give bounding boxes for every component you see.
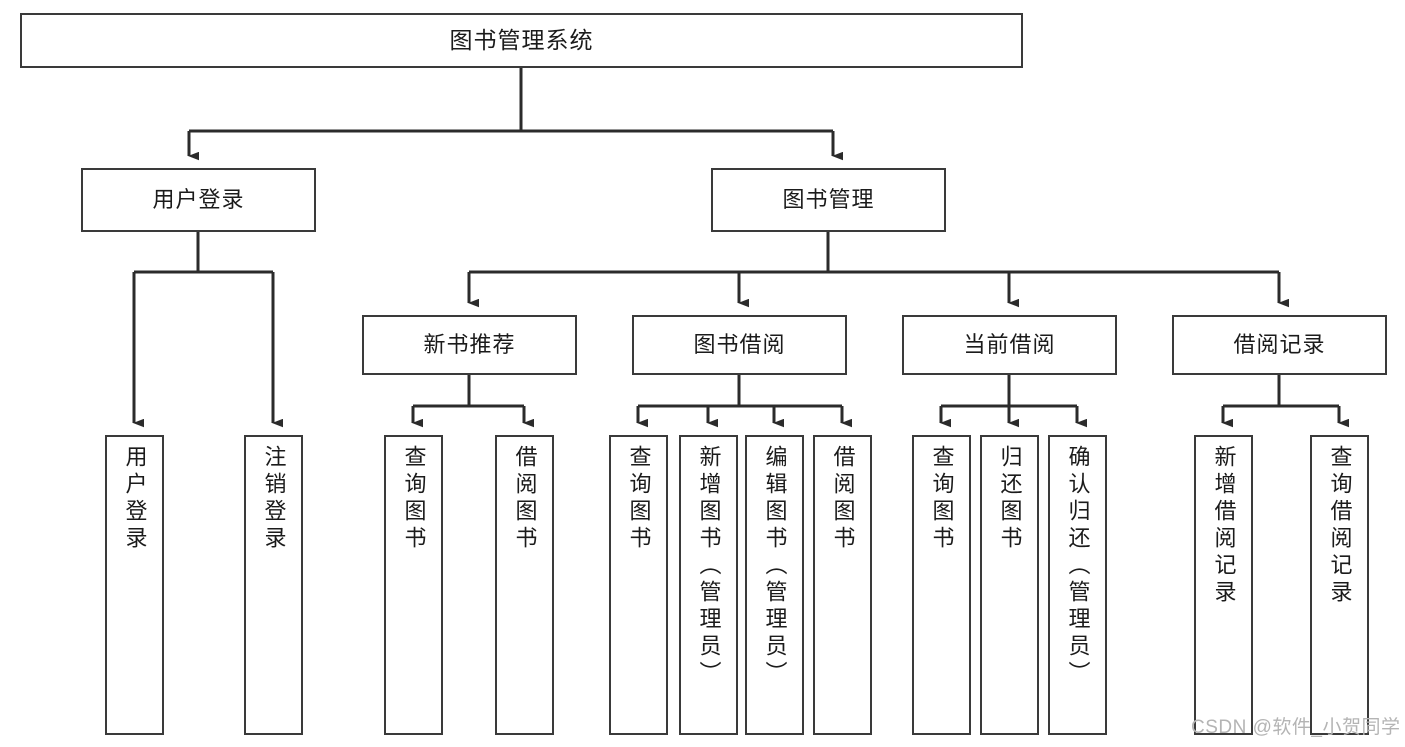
node-label: 借阅图书 (512, 445, 538, 553)
leaf-current-query-book[interactable]: 查询图书 (912, 435, 971, 735)
node-label: 用户登录 (152, 187, 245, 213)
node-label: 归还图书 (997, 445, 1023, 553)
node-label: 借阅图书 (830, 445, 856, 553)
leaf-borrow-borrow-book[interactable]: 借阅图书 (813, 435, 872, 735)
node-label: 查询图书 (401, 445, 427, 553)
node-label: 新增图书（管理员） (696, 445, 722, 688)
leaf-borrow-query-book[interactable]: 查询图书 (609, 435, 668, 735)
node-label: 注销登录 (261, 445, 287, 553)
leaf-recommend-borrow-book[interactable]: 借阅图书 (495, 435, 554, 735)
leaf-user-login-signin[interactable]: 用户登录 (105, 435, 164, 735)
node-user-login[interactable]: 用户登录 (81, 168, 316, 232)
leaf-recommend-query-book[interactable]: 查询图书 (384, 435, 443, 735)
node-label: 图书管理 (782, 187, 875, 213)
node-label: 查询借阅记录 (1327, 445, 1353, 607)
node-label: 借阅记录 (1233, 332, 1326, 358)
leaf-current-confirm-return-admin[interactable]: 确认归还（管理员） (1048, 435, 1107, 735)
node-label: 新书推荐 (423, 332, 516, 358)
leaf-record-add-record[interactable]: 新增借阅记录 (1194, 435, 1253, 735)
node-label: 编辑图书（管理员） (762, 445, 788, 688)
leaf-current-return-book[interactable]: 归还图书 (980, 435, 1039, 735)
node-label: 查询图书 (929, 445, 955, 553)
leaf-user-login-signout[interactable]: 注销登录 (244, 435, 303, 735)
leaf-record-query-record[interactable]: 查询借阅记录 (1310, 435, 1369, 735)
node-label: 用户登录 (122, 445, 148, 553)
leaf-borrow-add-book-admin[interactable]: 新增图书（管理员） (679, 435, 738, 735)
node-label: 新增借阅记录 (1211, 445, 1237, 607)
node-new-book-recommend[interactable]: 新书推荐 (362, 315, 577, 375)
node-book-management[interactable]: 图书管理 (711, 168, 946, 232)
node-label: 图书借阅 (693, 332, 786, 358)
node-label: 当前借阅 (963, 332, 1056, 358)
node-borrow-record[interactable]: 借阅记录 (1172, 315, 1387, 375)
leaf-borrow-edit-book-admin[interactable]: 编辑图书（管理员） (745, 435, 804, 735)
node-root-system[interactable]: 图书管理系统 (20, 13, 1023, 68)
node-book-borrow[interactable]: 图书借阅 (632, 315, 847, 375)
node-current-borrow[interactable]: 当前借阅 (902, 315, 1117, 375)
node-label: 图书管理系统 (449, 27, 594, 54)
node-label: 确认归还（管理员） (1065, 445, 1091, 688)
node-label: 查询图书 (626, 445, 652, 553)
